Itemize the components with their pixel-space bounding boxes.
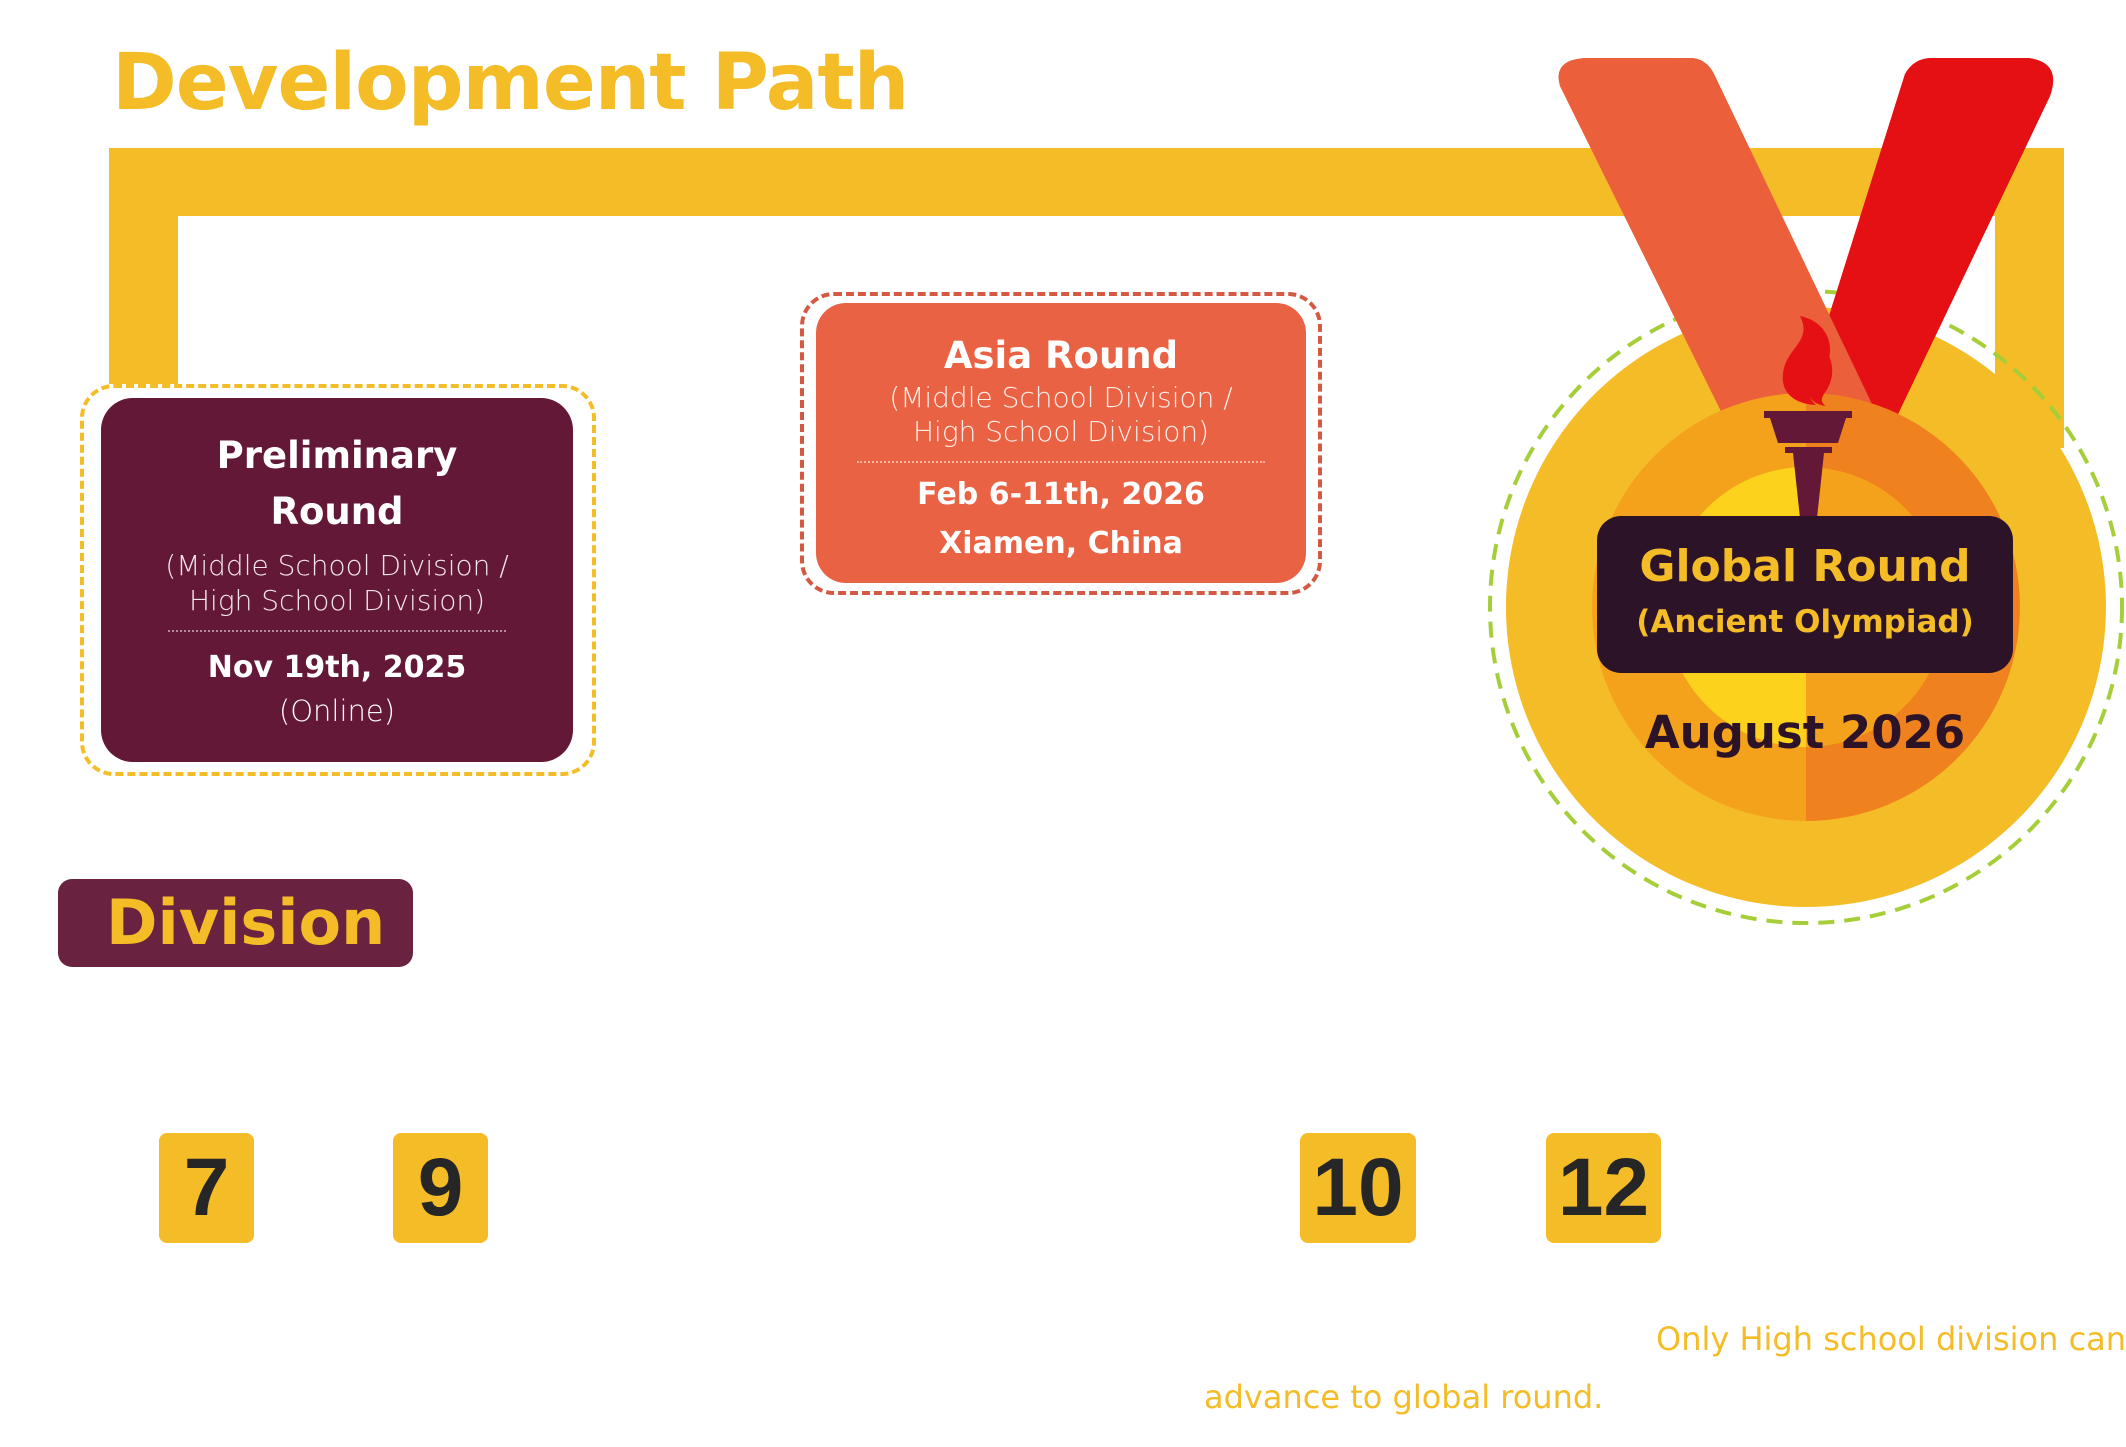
- asia-round-divisions-line1: (Middle School Division /: [889, 381, 1233, 414]
- preliminary-round-divider: [168, 630, 506, 632]
- preliminary-round-divisions-line2: High School Division): [189, 584, 485, 617]
- torch-icon: [1764, 316, 1852, 518]
- global-round-subtitle: (Ancient Olympiad): [1636, 604, 1974, 640]
- preliminary-round-divisions-line1: (Middle School Division /: [165, 549, 509, 582]
- asia-round-outline: [800, 292, 1322, 595]
- global-round-date: August 2026: [1644, 706, 1966, 759]
- asia-round-date: Feb 6-11th, 2026: [917, 477, 1205, 512]
- preliminary-round-date: Nov 19th, 2025: [207, 650, 467, 685]
- preliminary-round-location: (Online): [278, 694, 396, 728]
- page-title: Development Path: [112, 38, 909, 128]
- preliminary-round-outline: [80, 384, 596, 776]
- grade-badge-10: 10: [1300, 1133, 1416, 1243]
- asia-round-divider: [857, 461, 1265, 463]
- global-round-label-box: [1597, 516, 2013, 673]
- path-connector-left: [109, 148, 178, 384]
- preliminary-round-title-line1: Preliminary: [216, 434, 458, 477]
- footnote-line2: advance to global round.: [1204, 1378, 1604, 1416]
- grade-badge-9: 9: [393, 1133, 488, 1243]
- asia-round-title: Asia Round: [943, 334, 1179, 377]
- grade-badge-12: 12: [1546, 1133, 1661, 1243]
- preliminary-round-title-line2: Round: [270, 490, 404, 533]
- division-badge: Division: [58, 879, 413, 967]
- grade-badge-7: 7: [159, 1133, 254, 1243]
- global-round-title: Global Round: [1639, 541, 1971, 592]
- asia-round-divisions-line2: High School Division): [913, 415, 1209, 448]
- asia-round-location: Xiamen, China: [939, 526, 1183, 561]
- asia-round-card: Asia Round (Middle School Division / Hig…: [816, 303, 1306, 583]
- preliminary-round-card: Preliminary Round (Middle School Divisio…: [101, 398, 573, 762]
- footnote-line1: Only High school division can: [1656, 1320, 2126, 1358]
